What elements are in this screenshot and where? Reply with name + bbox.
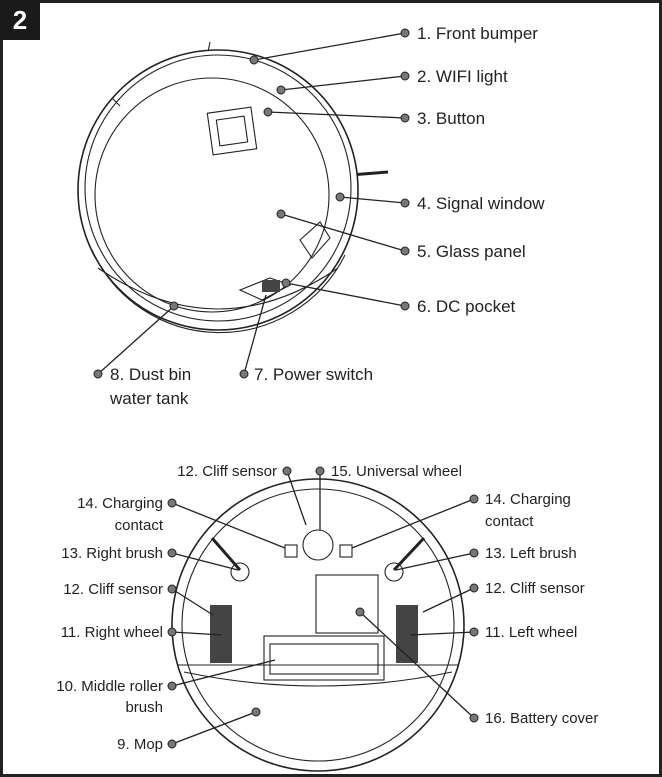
label-power-switch: 7. Power switch bbox=[254, 365, 373, 384]
label-signal-window: 4. Signal window bbox=[417, 194, 545, 213]
top-callouts: 1. Front bumper 2. WIFI light 3. Button … bbox=[93, 24, 545, 408]
figure-number-badge: 2 bbox=[0, 0, 40, 40]
label-glass-panel: 5. Glass panel bbox=[417, 242, 526, 261]
label-left-wheel: 11. Left wheel bbox=[485, 624, 577, 641]
label-cliff-sensor-right: 12. Cliff sensor bbox=[63, 581, 163, 598]
label-charging-contact-right-2: contact bbox=[115, 517, 164, 534]
label-dust-bin: 8. Dust bin bbox=[110, 365, 191, 384]
label-cliff-sensor-front: 12. Cliff sensor bbox=[177, 463, 277, 480]
label-charging-contact-left: 14. Charging bbox=[485, 491, 571, 508]
label-front-bumper: 1. Front bumper bbox=[417, 24, 538, 43]
label-button: 3. Button bbox=[417, 109, 485, 128]
label-charging-contact-left-2: contact bbox=[485, 513, 534, 530]
robot-bottom-view bbox=[171, 478, 465, 772]
robot-top-view bbox=[77, 41, 389, 334]
label-water-tank: water tank bbox=[109, 389, 189, 408]
label-right-brush: 13. Right brush bbox=[61, 545, 163, 562]
label-dc-pocket: 6. DC pocket bbox=[417, 297, 516, 316]
bottom-callouts: 12. Cliff sensor 15. Universal wheel 14.… bbox=[56, 463, 598, 753]
label-cliff-sensor-left: 12. Cliff sensor bbox=[485, 580, 585, 597]
label-middle-roller-2: brush bbox=[125, 699, 163, 716]
label-middle-roller: 10. Middle roller bbox=[56, 678, 163, 695]
label-mop: 9. Mop bbox=[117, 736, 163, 753]
label-universal-wheel: 15. Universal wheel bbox=[331, 463, 462, 480]
label-right-wheel: 11. Right wheel bbox=[61, 624, 163, 641]
label-charging-contact-right: 14. Charging bbox=[77, 495, 163, 512]
label-wifi-light: 2. WIFI light bbox=[417, 67, 508, 86]
label-battery-cover: 16. Battery cover bbox=[485, 710, 598, 727]
label-left-brush: 13. Left brush bbox=[485, 545, 577, 562]
